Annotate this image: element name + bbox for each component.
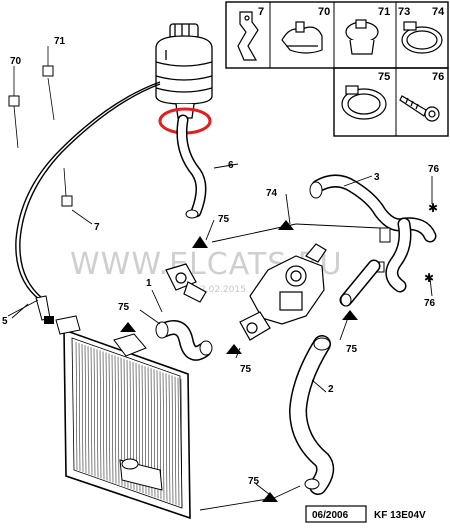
radiator-fin bbox=[117, 356, 120, 485]
outlet-flange-1 bbox=[165, 263, 207, 303]
part-75-hose-clamp-icon bbox=[341, 85, 387, 120]
watermark-date: 2.02.2015 bbox=[200, 285, 246, 295]
marker-square-71 bbox=[42, 65, 54, 77]
hose-1 bbox=[155, 320, 213, 361]
radiator-fins bbox=[75, 341, 183, 507]
footer: 06/2006 KF 13E04V bbox=[305, 505, 426, 523]
radiator-fin bbox=[105, 352, 108, 481]
radiator-fin bbox=[90, 347, 93, 476]
table-label-71: 71 bbox=[378, 6, 390, 18]
callout-75-top: 75 bbox=[218, 214, 230, 225]
callout-75-middle: 75 bbox=[240, 364, 252, 375]
callout-70: 70 bbox=[10, 56, 22, 67]
callout-1: 1 bbox=[146, 278, 152, 289]
callout-74: 74 bbox=[266, 188, 278, 199]
radiator-fin bbox=[177, 377, 180, 506]
footer-date-box bbox=[305, 505, 367, 523]
radiator-fin bbox=[168, 374, 171, 503]
radiator-fin bbox=[93, 348, 96, 477]
callout-3: 3 bbox=[374, 172, 380, 183]
callout-76-top: 76 bbox=[428, 164, 440, 175]
table-label-7: 7 bbox=[258, 6, 264, 18]
radiator-fin bbox=[180, 378, 183, 507]
svg-text:✱: ✱ bbox=[428, 201, 438, 215]
thermostat-housing bbox=[239, 243, 327, 341]
radiator-fin bbox=[84, 345, 87, 474]
radiator-fin bbox=[165, 373, 168, 502]
table-label-76: 76 bbox=[432, 71, 444, 83]
part-71-clip-icon bbox=[345, 19, 379, 55]
radiator-fin bbox=[102, 351, 105, 480]
radiator-fin bbox=[87, 346, 90, 475]
radiator-fin bbox=[108, 353, 111, 482]
hose-2 bbox=[288, 335, 335, 495]
parts-table-bottom-frame bbox=[333, 67, 449, 137]
table-label-70: 70 bbox=[318, 6, 330, 18]
part-70-clip-icon bbox=[281, 21, 323, 54]
marker-square-7 bbox=[61, 195, 73, 207]
star-markers: ✱ ✱ bbox=[424, 201, 438, 285]
radiator-fin bbox=[171, 375, 174, 504]
footer-code: KF 13E04V bbox=[374, 510, 426, 521]
part-73-74-hose-clamp-icon bbox=[401, 21, 443, 54]
radiator-fin bbox=[111, 354, 114, 483]
callout-6: 6 bbox=[228, 160, 234, 171]
footer-date: 06/2006 bbox=[312, 510, 349, 521]
parts-table bbox=[225, 1, 449, 137]
callout-7: 7 bbox=[94, 222, 100, 233]
radiator-fin bbox=[99, 350, 102, 479]
radiator-fin bbox=[81, 344, 84, 473]
callout-2: 2 bbox=[328, 384, 334, 395]
expansion-tank bbox=[155, 23, 213, 119]
radiator-fin bbox=[96, 349, 99, 478]
table-label-73: 73 bbox=[398, 6, 410, 18]
callout-75-bottom: 75 bbox=[248, 476, 260, 487]
part-7-bracket-icon bbox=[237, 11, 259, 61]
callout-5: 5 bbox=[2, 316, 8, 327]
callout-76-bottom: 76 bbox=[424, 298, 436, 309]
svg-text:✱: ✱ bbox=[424, 271, 434, 285]
marker-square-70 bbox=[8, 95, 20, 107]
table-label-74: 74 bbox=[432, 6, 445, 18]
radiator-fin bbox=[114, 355, 117, 484]
triangle-markers bbox=[120, 220, 358, 502]
radiator-fin bbox=[174, 376, 177, 505]
radiator bbox=[55, 315, 191, 520]
table-label-75: 75 bbox=[378, 71, 390, 83]
callout-71: 71 bbox=[54, 36, 66, 47]
callout-75-right: 75 bbox=[346, 344, 358, 355]
part-76-screw-icon bbox=[399, 95, 440, 122]
callout-75-left: 75 bbox=[118, 302, 130, 313]
radiator-fin bbox=[75, 341, 78, 471]
radiator-fin bbox=[78, 343, 81, 472]
radiator-fin bbox=[162, 372, 165, 501]
pipe-fitting bbox=[339, 259, 381, 307]
